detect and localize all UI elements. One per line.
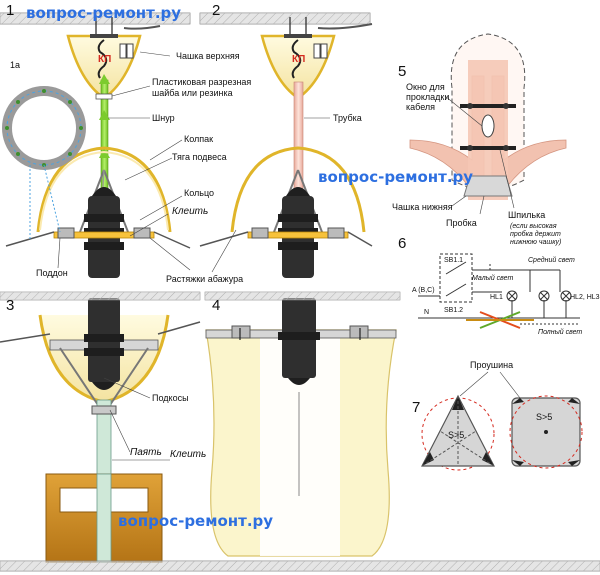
kp-hook-2 — [291, 39, 302, 79]
tray-1 — [53, 231, 155, 239]
label-phase: A (B,C) — [412, 287, 435, 294]
kp-label-2: КП — [292, 54, 305, 65]
panel-7 — [421, 371, 583, 471]
label-rod: Тяга подвеса — [172, 152, 227, 162]
label-cup-bottom: Чашка нижняя — [392, 202, 453, 212]
watermark-bottom: вопрос-ремонт.ру — [118, 512, 273, 530]
label-neutral: N — [424, 309, 429, 316]
label-sb11: SB1.1 — [444, 257, 463, 264]
panel-1: КП — [0, 12, 191, 278]
labels: 1 2 3 4 5 6 7 1а вопрос-ремонт.ру вопрос… — [6, 2, 600, 530]
label-tray: Поддон — [36, 268, 68, 278]
label-glue-1: Клеить — [172, 206, 208, 217]
label-washer-line1: Пластиковая разрезная — [152, 77, 251, 87]
washer-1 — [95, 93, 113, 100]
switch-box — [439, 253, 473, 303]
leader-lines-1 — [57, 51, 191, 271]
label-s2: S>5 — [536, 412, 552, 422]
label-small-light: Малый свет — [472, 274, 513, 282]
label-medium-light: Средний свет — [528, 256, 575, 264]
watermark-middle: вопрос-ремонт.ру — [318, 168, 473, 186]
label-washer-line2: шайба или резинка — [152, 88, 233, 98]
panel-number-7: 7 — [412, 399, 420, 416]
panel-4 — [205, 298, 397, 557]
label-shade-stays: Растяжки абажура — [166, 274, 243, 284]
label-window-line1: Окно для — [406, 82, 445, 92]
label-sb12: SB1.2 — [444, 307, 463, 314]
label-note-line2: пробка держит — [510, 230, 561, 238]
panel-number-3: 3 — [6, 297, 14, 314]
label-cup-top: Чашка верхняя — [176, 51, 240, 61]
label-solder: Паять — [130, 447, 162, 458]
panel-number-1: 1 — [6, 2, 14, 19]
kp-hook-1 — [97, 39, 108, 79]
panel-1a-ring — [2, 86, 86, 240]
label-window-line2: прокладки — [406, 92, 449, 102]
panel-6 — [418, 253, 580, 329]
panel-5 — [409, 33, 567, 215]
panel-3 — [0, 298, 201, 563]
lamp-hl3 — [560, 290, 572, 302]
label-window-line3: кабеля — [406, 102, 435, 112]
label-note-line1: (если высокая — [510, 223, 557, 230]
label-cap: Колпак — [184, 134, 213, 144]
label-note-line3: нижнюю чашку) — [510, 239, 561, 246]
label-full-light: Полный свет — [538, 328, 582, 336]
panel-number-4: 4 — [212, 297, 220, 314]
label-ring: Кольцо — [184, 188, 214, 198]
label-cord: Шнур — [152, 113, 175, 123]
kp-label-1: КП — [98, 54, 111, 65]
lamp-hl2 — [538, 290, 550, 302]
label-hl1: HL1 — [490, 294, 503, 301]
label-lug: Проушина — [470, 360, 513, 370]
panel-number-6: 6 — [398, 235, 406, 252]
label-plug: Пробка — [446, 218, 477, 228]
panel-number-5: 5 — [398, 63, 406, 80]
panel-2: КП — [199, 12, 373, 278]
label-hl23: HL2, HL3 — [570, 294, 600, 301]
panel-number-1a: 1а — [10, 60, 20, 70]
label-tube: Трубка — [333, 113, 362, 123]
lamp-hl1 — [506, 290, 518, 302]
shade-2 — [230, 146, 366, 233]
panel-number-2: 2 — [212, 2, 220, 19]
label-glue-3: Клеить — [170, 449, 206, 460]
label-s1: S>5 — [448, 430, 464, 440]
label-struts: Подкосы — [152, 393, 189, 403]
watermark-top: вопрос-ремонт.ру — [26, 4, 181, 22]
shade-1 — [36, 146, 172, 233]
label-stud: Шпилька — [508, 210, 545, 220]
